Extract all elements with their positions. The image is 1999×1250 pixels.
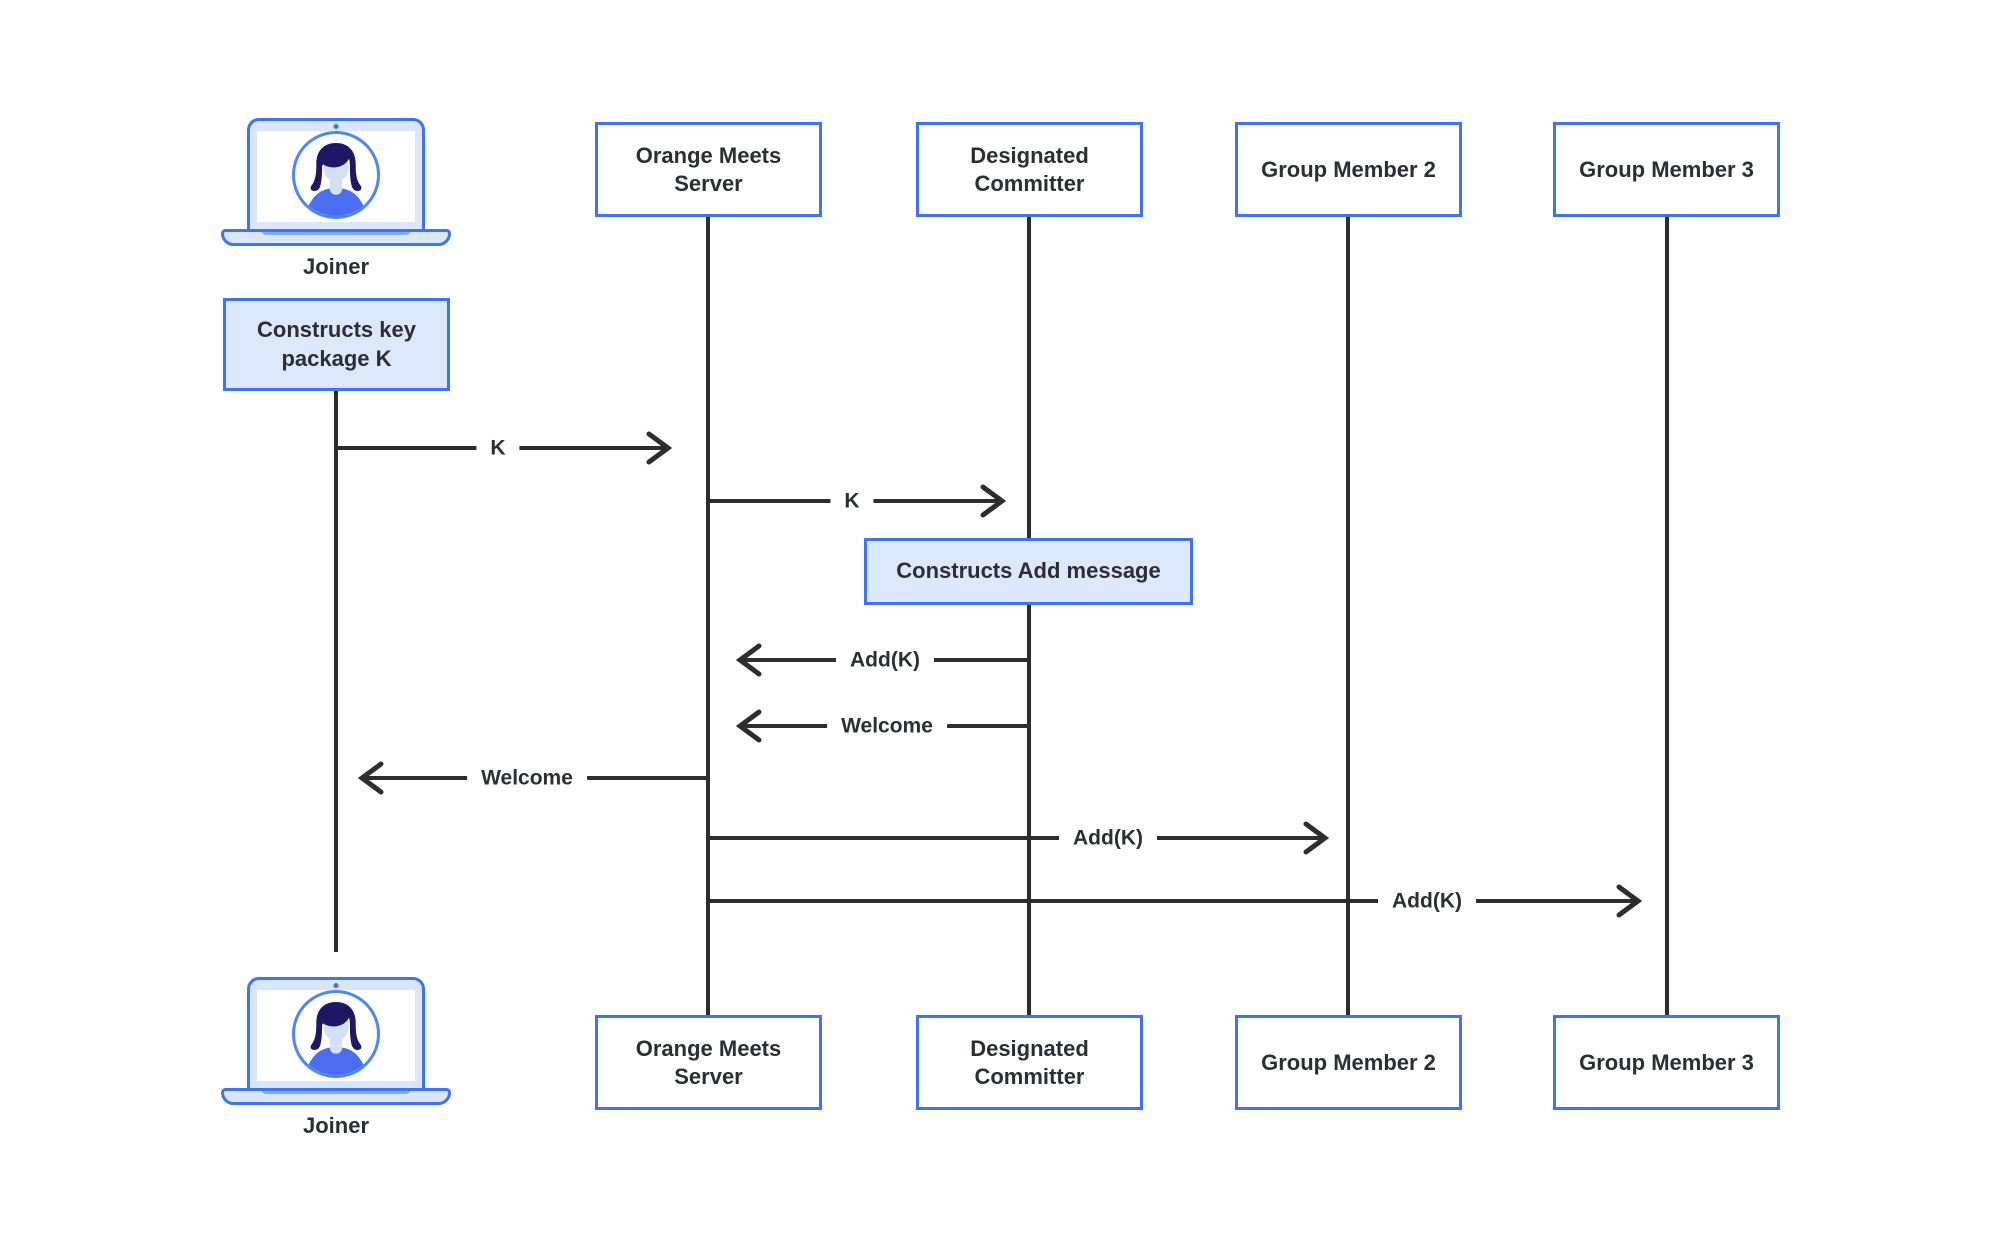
- arrowhead-right-icon: [646, 431, 672, 465]
- laptop-latch: [262, 231, 410, 235]
- message-k-joiner-to-server: K: [336, 431, 672, 465]
- arrowhead-left-icon: [736, 643, 762, 677]
- participant-box-top-group-member-3: Group Member 3: [1553, 122, 1780, 217]
- arrowhead-left-icon: [736, 709, 762, 743]
- participant-label: Orange Meets Server: [635, 1035, 782, 1089]
- avatar-woman-icon: [292, 990, 380, 1078]
- message-welcome-committer-to-server: Welcome: [736, 709, 1028, 743]
- avatar-woman-icon: [292, 131, 380, 219]
- message-label: K: [830, 488, 874, 514]
- message-k-server-to-committer: K: [708, 484, 1006, 518]
- participant-label: Orange Meets Server: [635, 142, 782, 196]
- message-label: Welcome: [827, 713, 947, 739]
- participant-box-bottom-designated-committer: Designated Committer: [916, 1015, 1143, 1110]
- participant-box-top-group-member-2: Group Member 2: [1235, 122, 1462, 217]
- message-label: K: [476, 435, 520, 461]
- participant-label: Designated Committer: [970, 1035, 1089, 1089]
- laptop-base: [221, 229, 451, 246]
- participant-box-top-designated-committer: Designated Committer: [916, 122, 1143, 217]
- lifeline-group-member-3: [1665, 217, 1669, 1015]
- lifeline-joiner: [334, 390, 338, 952]
- participant-box-bottom-group-member-3: Group Member 3: [1553, 1015, 1780, 1110]
- laptop-camera-dot: [333, 983, 339, 988]
- participant-label: Group Member 3: [1579, 156, 1754, 182]
- message-label: Add(K): [1378, 888, 1476, 914]
- lifeline-designated-committer: [1027, 217, 1031, 1015]
- laptop-user-icon: [221, 118, 451, 246]
- participant-box-bottom-group-member-2: Group Member 2: [1235, 1015, 1462, 1110]
- message-welcome-server-to-joiner: Welcome: [358, 761, 708, 795]
- actor-label-joiner-bottom: Joiner: [302, 1113, 370, 1138]
- lifeline-group-member-2: [1346, 217, 1350, 1015]
- participant-label: Group Member 2: [1261, 1049, 1436, 1075]
- message-addk-server-to-gm2: Add(K): [708, 821, 1329, 855]
- note-label: Constructs Add message: [896, 558, 1161, 584]
- arrowhead-left-icon: [358, 761, 384, 795]
- message-label: Add(K): [836, 647, 934, 673]
- message-addk-committer-to-server: Add(K): [736, 643, 1028, 677]
- message-label: Welcome: [467, 765, 587, 791]
- arrowhead-right-icon: [1303, 821, 1329, 855]
- participant-box-top-orange-meets-server: Orange Meets Server: [595, 122, 822, 217]
- participant-box-bottom-orange-meets-server: Orange Meets Server: [595, 1015, 822, 1110]
- note-constructs-key-package: Constructs key package K: [223, 298, 450, 391]
- note-label: Constructs key package K: [257, 316, 416, 371]
- actor-label-joiner-top: Joiner: [302, 254, 370, 279]
- laptop-latch: [262, 1090, 410, 1094]
- lifeline-orange-meets-server: [706, 217, 710, 1015]
- laptop-camera-dot: [333, 124, 339, 129]
- note-constructs-add-message: Constructs Add message: [864, 538, 1193, 605]
- message-label: Add(K): [1059, 825, 1157, 851]
- laptop-user-icon: [221, 977, 451, 1105]
- participant-label: Group Member 3: [1579, 1049, 1754, 1075]
- laptop-base: [221, 1088, 451, 1105]
- arrowhead-right-icon: [980, 484, 1006, 518]
- participant-label: Group Member 2: [1261, 156, 1436, 182]
- message-addk-server-to-gm3: Add(K): [708, 884, 1642, 918]
- arrowhead-right-icon: [1616, 884, 1642, 918]
- participant-label: Designated Committer: [970, 142, 1089, 196]
